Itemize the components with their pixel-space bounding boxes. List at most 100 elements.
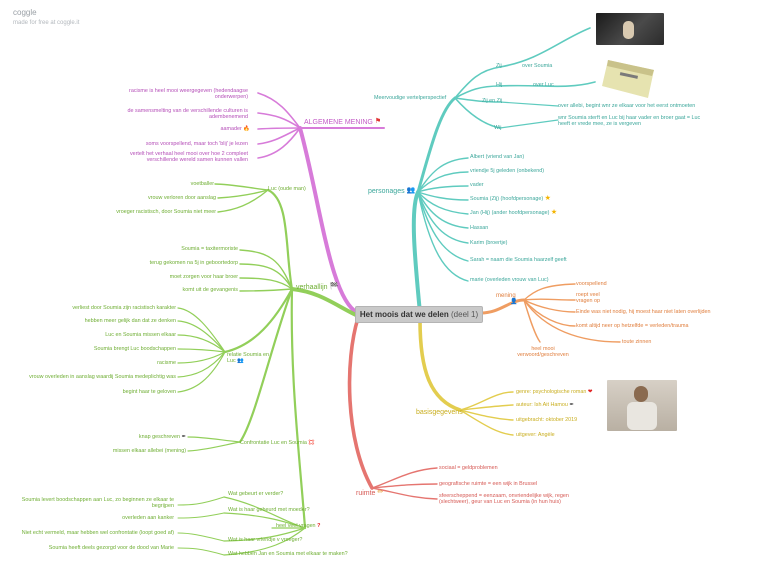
list-item[interactable]: genre: psychologische roman ❤ (516, 389, 592, 395)
list-item[interactable]: Luc en Soumia missen elkaar (105, 332, 176, 338)
list-item[interactable]: vrouw overleden in aanslag waardij Soumi… (29, 374, 176, 380)
list-item[interactable]: overleden aan kanker (122, 515, 174, 521)
list-item[interactable]: vriendje 5j geleden (onbekend) (470, 168, 545, 174)
list-item[interactable]: terug gekomen na 5j in geboortedorp (149, 260, 238, 266)
list-item[interactable]: begint haar te geloven (122, 389, 176, 395)
branch-label: mening (496, 293, 516, 299)
list-item[interactable]: Albert (vriend van Jan) (470, 154, 525, 160)
list-item[interactable]: komt altijd neer op hetzelfde = verleden… (576, 323, 689, 329)
list-item[interactable]: Einde was niet nodig, hij moest haar nie… (576, 309, 711, 315)
list-item[interactable]: verliest door Soumia zijn racistisch kar… (72, 305, 176, 311)
list-item[interactable]: vertelt het verhaal heel mooi over hoe 2… (129, 151, 248, 164)
book-cover-drawing (602, 60, 654, 98)
branch-ruimte[interactable]: ruimte ✏ (356, 489, 383, 498)
list-item[interactable]: auteur: Ish Ait Hamou ✒ (516, 402, 574, 408)
people-icon: 👥 (237, 358, 244, 365)
list-item[interactable]: missen elkaar allebei (mening) (112, 448, 186, 454)
list-item-text: auteur: Ish Ait Hamou (516, 402, 568, 408)
verteller-sub[interactable]: Hij (496, 82, 503, 88)
branch-personages[interactable]: personages 👥 (368, 187, 415, 196)
list-item[interactable]: Karim (broertje) (470, 240, 508, 246)
verteller-desc[interactable]: over allebi, begint wnr ze elkaar voor h… (558, 103, 696, 109)
list-item[interactable]: sociaal = geldproblemen (439, 465, 498, 471)
verteller-sub[interactable]: Zij (496, 63, 502, 69)
list-item[interactable]: roept veel vragen op (576, 292, 600, 305)
verteller-desc[interactable]: over Luc (533, 82, 554, 88)
brand-logo[interactable]: coggle (13, 8, 37, 17)
relatie-label[interactable]: relatie Soumia en Luc 👥 (227, 352, 273, 365)
list-item[interactable]: knap geschreven ✒ (139, 434, 186, 440)
question-mark-icon: ? (317, 523, 321, 529)
branch-basisgegevens[interactable]: basisgegevens (416, 409, 463, 416)
question-item[interactable]: Wat gebeurt er verder? (228, 491, 284, 497)
list-item-text: knap geschreven (138, 434, 180, 440)
verteller-sub[interactable]: Zij en Zij (482, 98, 503, 104)
question-item[interactable]: Wat is haar geheurd met moeder? (228, 507, 310, 513)
branch-verhaallijn[interactable]: verhaallijn 🏁 (296, 283, 338, 292)
photo-figure (623, 21, 634, 39)
list-item[interactable]: racisme (157, 360, 176, 366)
confrontatie-label[interactable]: Confrontatie Luc en Soumia 💢 (240, 440, 315, 446)
list-item[interactable]: voetballer (190, 181, 214, 187)
list-item[interactable]: soms voorspellend, maar toch 'blij' je l… (145, 141, 248, 147)
people-icon: 👥 (406, 187, 416, 194)
list-item[interactable]: uitgever: Angèle (516, 432, 555, 438)
list-item[interactable]: geografische ruimte = een wijk in Brusse… (439, 481, 538, 487)
luc-label[interactable]: Luc (oude man) (268, 186, 306, 192)
question-item[interactable]: Wat is haar vriendje v vroeger? (228, 537, 303, 543)
list-item[interactable]: marie (overleden vrouw van Luc) (470, 277, 549, 283)
verteller-label[interactable]: Meervoudige vertelperspectief (374, 95, 447, 101)
list-item[interactable]: sfeerscheppend = eenzaam, onvriendelijke… (439, 493, 569, 506)
list-item[interactable]: Sarah = naam die Soumia haarzelf geeft (470, 257, 567, 263)
central-topic[interactable]: Het moois dat we delen (deel 1) (355, 306, 483, 323)
list-item[interactable]: toute zinnen (622, 339, 652, 345)
verteller-desc[interactable]: over Soumia (522, 63, 553, 69)
pen-icon: ✒ (181, 434, 186, 440)
question-item[interactable]: Wat hebben Jan en Soumia met elkaar te m… (228, 551, 348, 557)
list-item[interactable]: de samensmelting van de verschillende cu… (127, 108, 248, 121)
list-item[interactable]: voorspellend (576, 281, 607, 287)
branch-algemene-mening[interactable]: ALGEMENE MENING ⚑ (304, 118, 381, 127)
verteller-desc[interactable]: wnr Soumia sterft en Luc bij haar vader … (558, 115, 701, 128)
list-item[interactable]: Soumia = taxitermoriste (181, 246, 238, 252)
list-item[interactable]: komt uit de gevangenis (182, 287, 238, 293)
person-icon: 👤 (510, 299, 518, 306)
verteller-sub[interactable]: Wij (494, 125, 502, 131)
brand-tagline: made for free at coggle.it (13, 20, 80, 26)
red-flag-icon: ⚑ (374, 118, 382, 125)
star-icon: ★ (544, 195, 551, 202)
central-topic-subtitle: (deel 1) (451, 310, 479, 319)
branch-label: ruimte (356, 489, 376, 497)
branch-label: verhaallijn (296, 283, 328, 291)
list-item[interactable]: aamader 🔥 (221, 126, 251, 132)
list-item[interactable]: moet zorgen voor haar broer (169, 274, 238, 280)
list-item-text: genre: psychologische roman (516, 389, 587, 395)
list-item[interactable]: Soumia levert boodschappen aan Luc, zo b… (21, 497, 174, 510)
list-item-text: Soumia (Zij) (hoofdpersonage) (470, 196, 544, 202)
branch-mening[interactable]: mening👤 (496, 293, 517, 306)
list-item[interactable]: vroeger racistisch, door Soumia niet mee… (116, 209, 216, 215)
list-item[interactable]: Soumia (Zij) (hoofdpersonage) ★ (470, 195, 551, 202)
list-item[interactable]: Soumia heeft deels gezorgd voor de dood … (48, 545, 174, 551)
pencil-icon: ✏ (377, 489, 384, 496)
photo-head (634, 386, 648, 402)
author-photo (596, 13, 664, 45)
list-item[interactable]: Hassan (470, 225, 489, 231)
list-item[interactable]: vader (470, 182, 484, 188)
list-item[interactable]: heel mooi verwoord/geschreven (517, 346, 569, 359)
list-item[interactable]: hebben meer gelijk dan dat ze denken (84, 318, 176, 324)
confrontatie-label-text: Confrontatie Luc en Soumia (240, 440, 307, 446)
list-item[interactable]: uitgebracht: oktober 2019 (516, 417, 578, 423)
questions-label-text: heel veel vragen (276, 523, 316, 529)
list-item-text: aamader (220, 126, 242, 132)
list-item[interactable]: vrouw verloren door aanslag (147, 195, 216, 201)
list-item[interactable]: Jan (Hij) (ander hoofdpersonage) ★ (470, 209, 557, 216)
central-topic-title: Het moois dat we delen (359, 310, 449, 319)
questions-label[interactable]: heel veel vragen ? (276, 523, 320, 529)
list-item[interactable]: Soumia brengt Luc boodschappen (93, 346, 176, 352)
list-item[interactable]: racisme is heel mooi weergegeven (hedend… (129, 88, 248, 101)
author-portrait-photo (607, 380, 677, 431)
book-cover-image (600, 56, 660, 100)
list-item[interactable]: Niet echt vermeld, maar hebben wel confr… (21, 530, 174, 536)
